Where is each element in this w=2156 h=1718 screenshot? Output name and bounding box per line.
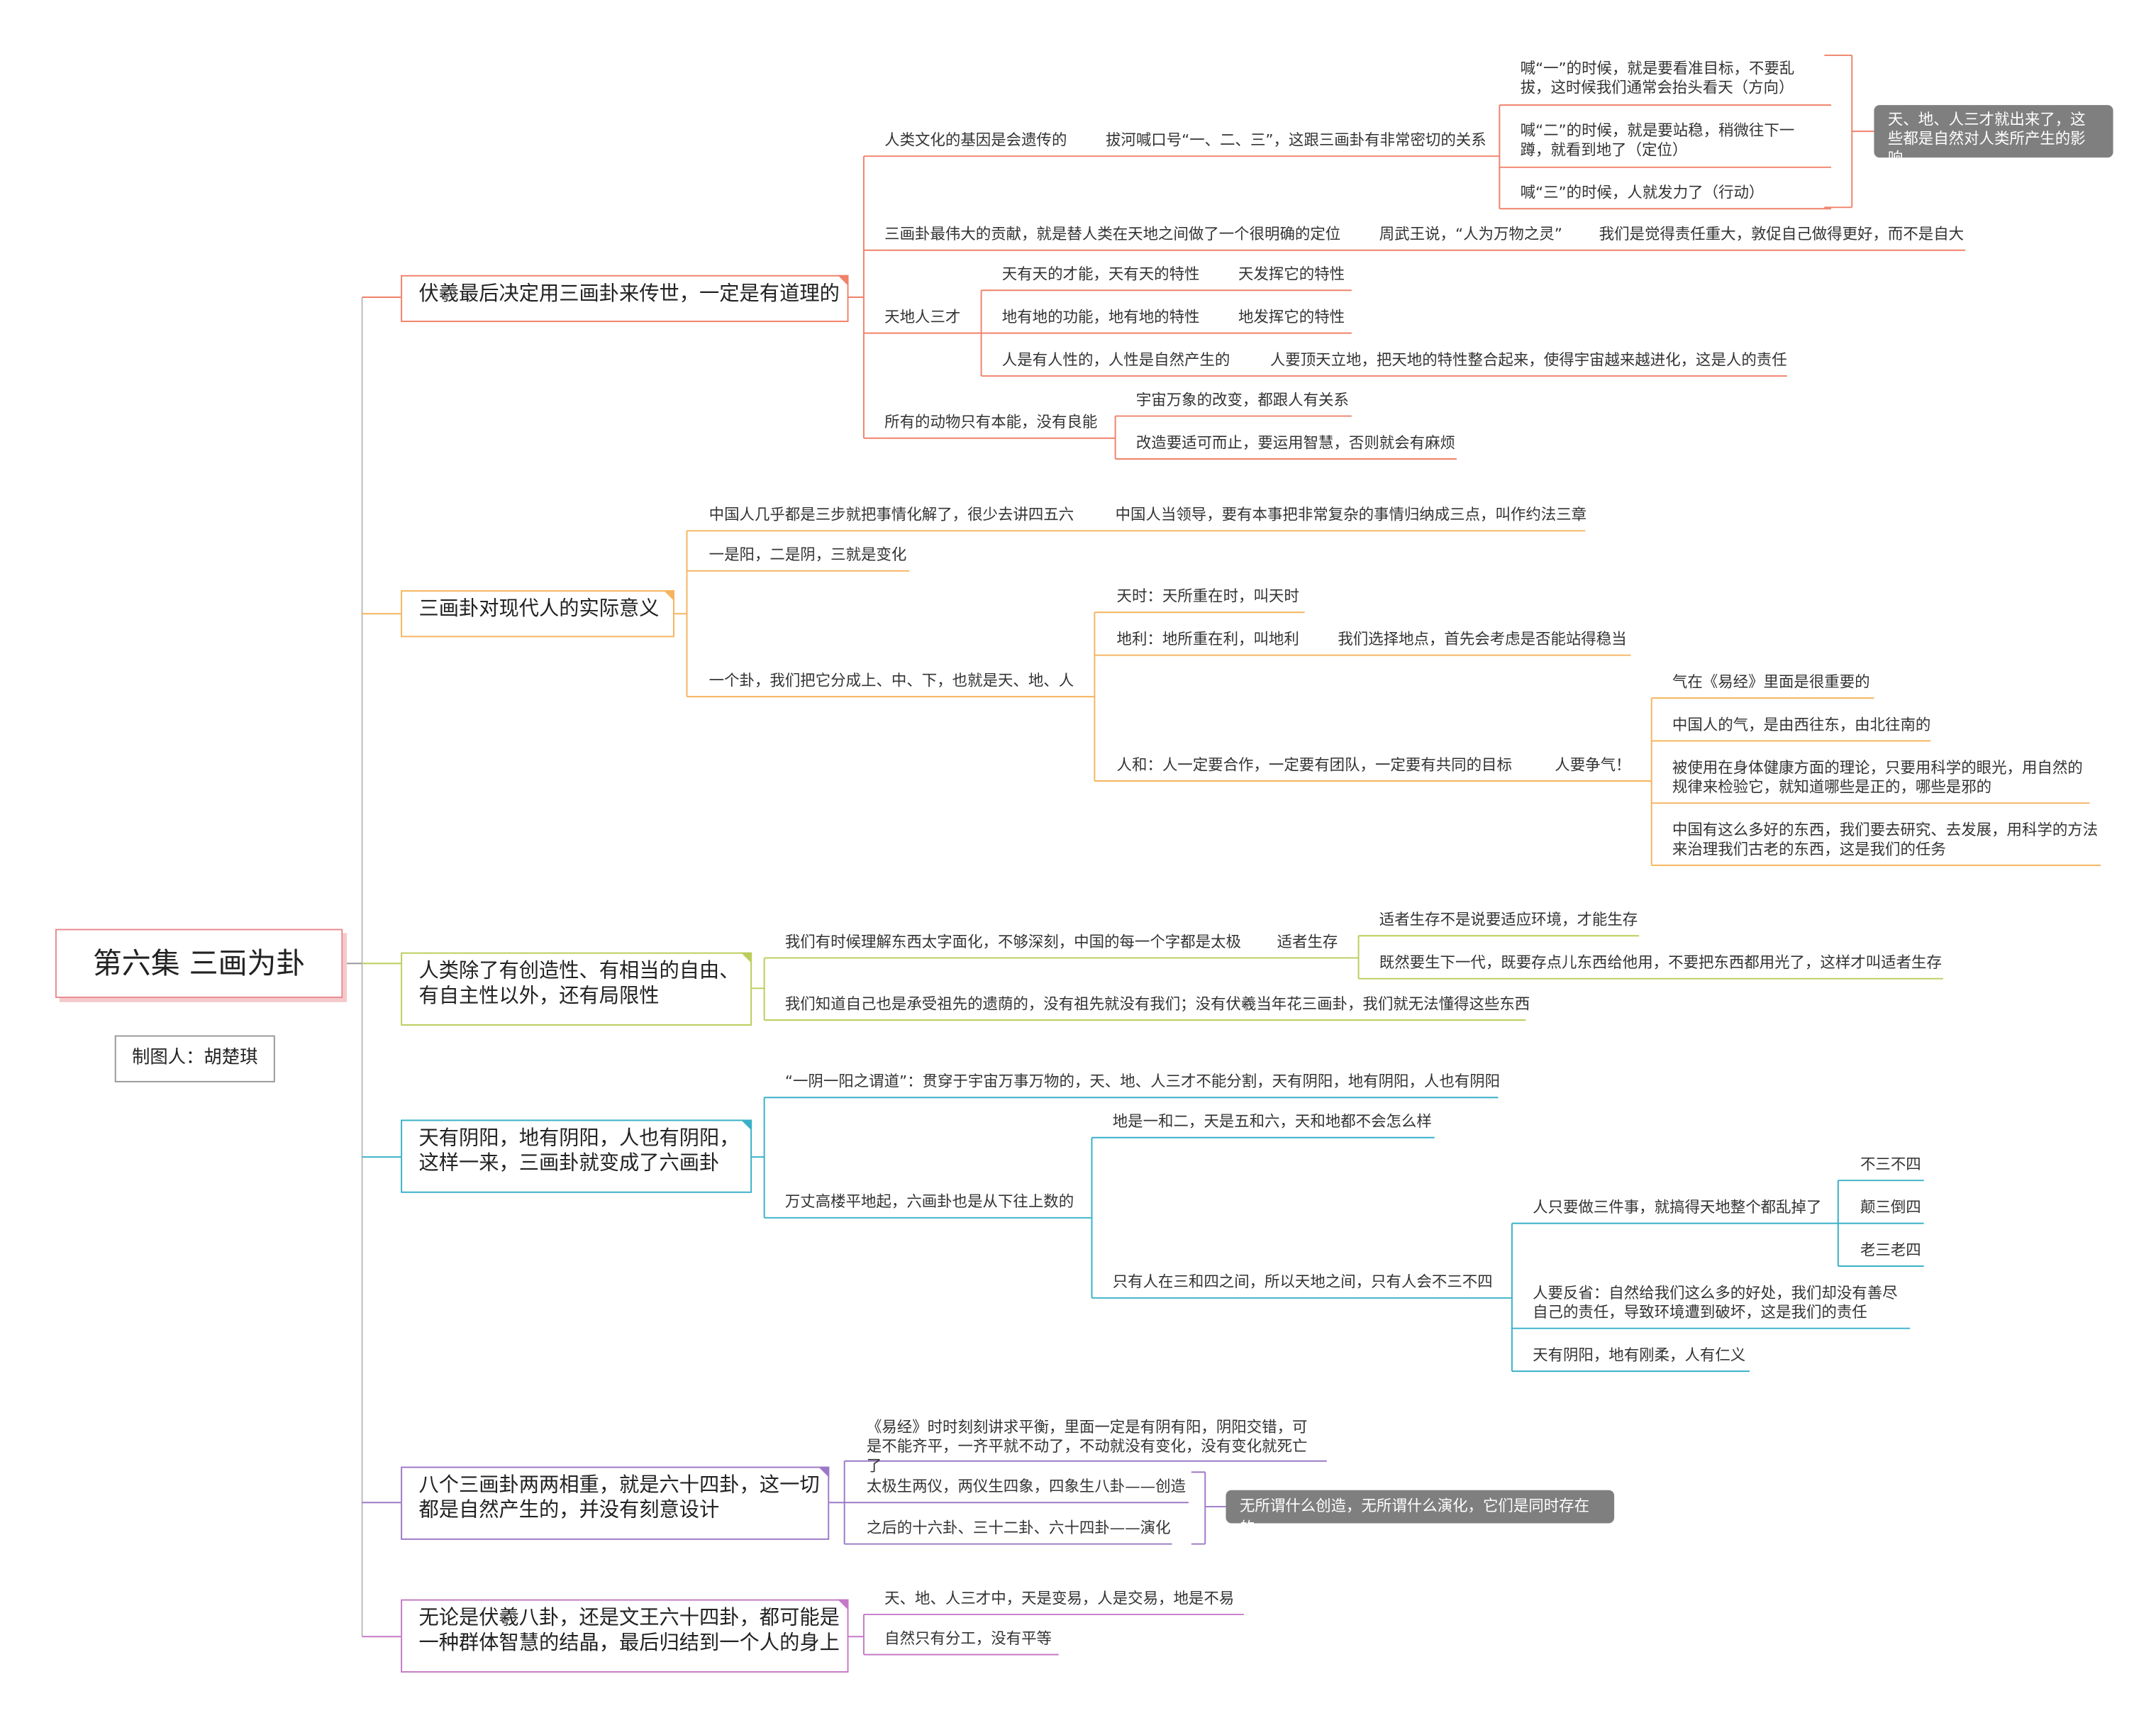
b2-node-harmony[interactable]: 人和：人一定要合作，一定要有团队，一定要有共同的目标 bbox=[1116, 755, 1512, 775]
branch-1-topic[interactable]: 伏羲最后决定用三画卦来传世，一定是有道理的 bbox=[401, 275, 849, 323]
b1-node-shout-three[interactable]: 喊“三”的时候，人就发力了（行动） bbox=[1520, 184, 1765, 202]
b1-node-responsibility[interactable]: 我们是觉得责任重大，敦促自己做得更好，而不是自大 bbox=[1599, 225, 1965, 243]
b4-node-diansandaosi[interactable]: 颠三倒四 bbox=[1860, 1198, 1921, 1217]
b2-node-choose-place[interactable]: 我们选择地点，首先会考虑是否能站得稳当 bbox=[1338, 630, 1627, 648]
b1-node-shout-one[interactable]: 喊“一”的时候，就是要看准目标，不要乱拔，这时候我们通常会抬头看天（方向） bbox=[1520, 59, 1795, 97]
b4-node-count-up[interactable]: 万丈高楼平地起，六画卦也是从下往上数的 bbox=[784, 1192, 1074, 1212]
b2-node-strive[interactable]: 人要争气！ bbox=[1555, 755, 1631, 775]
b1-node-heaven-exert[interactable]: 天发挥它的特性 bbox=[1238, 265, 1345, 284]
b6-node-division[interactable]: 自然只有分工，没有平等 bbox=[884, 1629, 1052, 1648]
b2-node-timing[interactable]: 天时：天所重在时，叫天时 bbox=[1116, 587, 1299, 606]
b4-node-busanbusi[interactable]: 不三不四 bbox=[1860, 1156, 1921, 1174]
b1-node-human-nature[interactable]: 人是有人性的，人性是自然产生的 bbox=[1001, 350, 1230, 370]
b4-node-reflect[interactable]: 人要反省：自然给我们这么多的好处，我们却没有善尽自己的责任，导致环境遭到破坏，这… bbox=[1533, 1284, 1898, 1321]
b4-node-laosanlaosi[interactable]: 老三老四 bbox=[1860, 1241, 1921, 1260]
b4-node-dao[interactable]: “一阴一阳之谓道”：贯穿于宇宙万事万物的，天、地、人三才不能分割，天有阴阳，地有… bbox=[784, 1073, 1501, 1091]
b1-node-human-duty[interactable]: 人要顶天立地，把天地的特性整合起来，使得宇宙越来越进化，这是人的责任 bbox=[1269, 350, 1787, 370]
b3-node-taiji-word[interactable]: 我们有时候理解东西太字面化，不够深刻，中国的每一个字都是太极 bbox=[784, 933, 1241, 951]
b3-node-survival-save[interactable]: 既然要生下一代，既要存点儿东西给他用，不要把东西都用光了，这样才叫适者生存 bbox=[1379, 953, 1942, 972]
b5-node-balance[interactable]: 《易经》时时刻刻讲求平衡，里面一定是有阴有阳，阴阳交错，可是不能齐平，一齐平就不… bbox=[866, 1418, 1308, 1475]
b2-node-qi-important[interactable]: 气在《易经》里面是很重要的 bbox=[1672, 673, 1870, 692]
branch-6-topic[interactable]: 无论是伏羲八卦，还是文王六十四卦，都可能是一种群体智慧的结晶，最后归结到一个人的… bbox=[401, 1599, 849, 1673]
b6-node-three-changes[interactable]: 天、地、人三才中，天是变易，人是交易，地是不易 bbox=[884, 1590, 1235, 1608]
b4-node-benevolence[interactable]: 天有阴阳，地有刚柔，人有仁义 bbox=[1533, 1346, 1746, 1365]
b2-node-qi-direction[interactable]: 中国人的气，是由西往东，由北往南的 bbox=[1672, 716, 1931, 734]
branch-3-topic[interactable]: 人类除了有创造性、有相当的自由、有自主性以外，还有局限性 bbox=[401, 952, 752, 1026]
branch-5-topic[interactable]: 八个三画卦两两相重，就是六十四卦，这一切都是自然产生的，并没有刻意设计 bbox=[401, 1466, 830, 1540]
b2-node-yin-yang[interactable]: 一是阳，二是阴，三就是变化 bbox=[709, 545, 907, 565]
b2-node-location[interactable]: 地利：地所重在利，叫地利 bbox=[1116, 630, 1299, 648]
b1-node-moderation[interactable]: 改造要适可而止，要运用智慧，否则就会有麻烦 bbox=[1135, 433, 1455, 453]
b1-node-shout-two[interactable]: 喊“二”的时候，就是要站稳，稍微往下一蹲，就看到地了（定位） bbox=[1520, 121, 1795, 160]
b5-node-evolution[interactable]: 之后的十六卦、三十二卦、六十四卦——演化 bbox=[866, 1519, 1171, 1537]
b1-node-wuwang[interactable]: 周武王说，“人为万物之灵” bbox=[1379, 225, 1562, 243]
b2-node-leader[interactable]: 中国人当领导，要有本事把非常复杂的事情归纳成三点，叫作约法三章 bbox=[1115, 506, 1587, 524]
maker-label[interactable]: 制图人：胡楚琪 bbox=[114, 1035, 275, 1082]
b1-node-instinct[interactable]: 所有的动物只有本能，没有良能 bbox=[884, 413, 1098, 431]
root-topic[interactable]: 第六集 三画为卦 bbox=[55, 929, 343, 998]
b1-node-tug-of-war[interactable]: 拔河喊口号“一、二、三”，这跟三画卦有非常密切的关系 bbox=[1105, 131, 1487, 150]
b3-node-survival[interactable]: 适者生存 bbox=[1277, 933, 1338, 951]
branch-4-topic[interactable]: 天有阴阳，地有阴阳，人也有阴阳，这样一来，三画卦就变成了六画卦 bbox=[401, 1119, 752, 1193]
branch-2-topic[interactable]: 三画卦对现代人的实际意义 bbox=[401, 590, 674, 638]
b1-summary-note[interactable]: 天、地、人三才就出来了，这些都是自然对人类所产生的影响 bbox=[1874, 105, 2113, 167]
b1-node-contribution[interactable]: 三画卦最伟大的贡献，就是替人类在天地之间做了一个很明确的定位 bbox=[884, 225, 1341, 243]
b1-node-gene[interactable]: 人类文化的基因是会遗传的 bbox=[884, 131, 1067, 150]
b3-node-survival-adapt[interactable]: 适者生存不是说要适应环境，才能生存 bbox=[1379, 911, 1638, 929]
b3-node-ancestors[interactable]: 我们知道自己也是承受祖先的遗荫的，没有祖先就没有我们；没有伏羲当年花三画卦，我们… bbox=[784, 995, 1530, 1014]
b5-node-creation[interactable]: 太极生两仪，两仪生四象，四象生八卦——创造 bbox=[866, 1478, 1186, 1496]
b1-node-universe-change[interactable]: 宇宙万象的改变，都跟人有关系 bbox=[1135, 391, 1349, 409]
b2-node-three-steps[interactable]: 中国人几乎都是三步就把事情化解了，很少去讲四五六 bbox=[709, 506, 1074, 524]
b2-node-trigram-split[interactable]: 一个卦，我们把它分成上、中、下，也就是天、地、人 bbox=[709, 672, 1074, 690]
b1-node-earth-exert[interactable]: 地发挥它的特性 bbox=[1238, 308, 1345, 326]
b5-summary-note[interactable]: 无所谓什么创造，无所谓什么演化，它们是同时存在的 bbox=[1226, 1490, 1615, 1537]
b2-node-qi-health[interactable]: 被使用在身体健康方面的理论，只要用科学的眼光，用自然的规律来检验它，就知道哪些是… bbox=[1672, 758, 2083, 797]
b4-node-human-lines[interactable]: 只有人在三和四之间，所以天地之间，只有人会不三不四 bbox=[1112, 1273, 1493, 1292]
b4-node-three-things[interactable]: 人只要做三件事，就搞得天地整个都乱掉了 bbox=[1533, 1198, 1822, 1217]
b2-node-our-task[interactable]: 中国有这么多好的东西，我们要去研究、去发展，用科学的方法来治理我们古老的东西，这… bbox=[1672, 821, 2099, 859]
b1-node-earth-talent[interactable]: 地有地的功能，地有地的特性 bbox=[1001, 308, 1200, 326]
b4-node-earth-heaven-lines[interactable]: 地是一和二，天是五和六，天和地都不会怎么样 bbox=[1112, 1112, 1432, 1131]
b1-node-heaven-talent[interactable]: 天有天的才能，天有天的特性 bbox=[1001, 265, 1200, 284]
b1-node-three-talents[interactable]: 天地人三才 bbox=[884, 308, 961, 326]
